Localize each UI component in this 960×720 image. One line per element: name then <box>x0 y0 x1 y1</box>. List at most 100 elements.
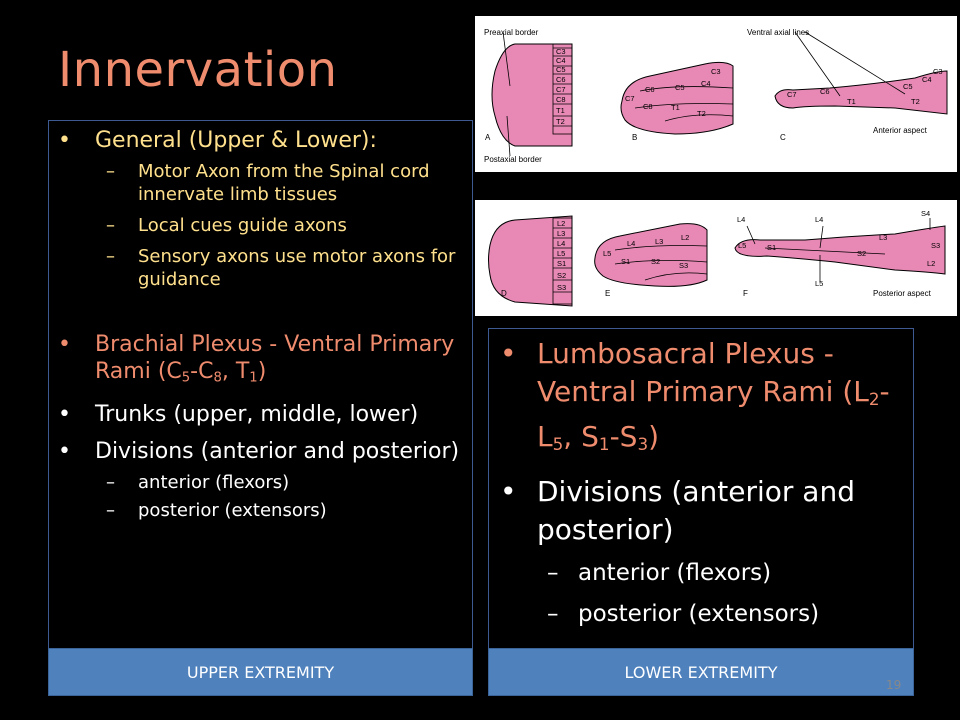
d-label: S3 <box>557 283 566 292</box>
panel-a-letter: A <box>485 133 491 142</box>
d-label: L2 <box>557 219 565 228</box>
general-heading-text: General (Upper & Lower): <box>95 128 377 153</box>
panel-d-letter: D <box>501 289 507 298</box>
upper-extremity-box: General (Upper & Lower): Motor Axon from… <box>48 120 473 650</box>
panel-c-letter: C <box>780 133 786 142</box>
f-label: L4 <box>815 215 823 224</box>
general-item-text: Motor Axon from the Spinal cord innervat… <box>138 161 430 205</box>
b-label: C8 <box>643 102 653 111</box>
panel-e-letter: E <box>605 289 610 298</box>
e-label: L5 <box>603 249 611 258</box>
brachial-text: -C <box>190 359 214 384</box>
c-label: C6 <box>820 87 830 96</box>
divisions-text: Divisions (anterior and posterior) <box>95 439 460 465</box>
d-label: L4 <box>557 239 565 248</box>
d-label: L5 <box>557 249 565 258</box>
panel-c-limb <box>774 70 948 115</box>
e-label: S3 <box>679 261 688 270</box>
d-label: S2 <box>557 271 566 280</box>
c-label: C3 <box>933 67 943 76</box>
upper-dermatome-svg: Preaxial border Postaxial border A C3 C4… <box>484 28 948 164</box>
f-label: S4 <box>921 209 930 218</box>
posterior-aspect-label: Posterior aspect <box>873 289 932 298</box>
lumbosacral-sub: 1 <box>598 434 610 455</box>
lumbosacral-sub: 5 <box>552 434 564 455</box>
e-label: L2 <box>681 233 689 242</box>
f-label: L5 <box>815 279 823 288</box>
c-label: T2 <box>911 97 920 106</box>
a-label: C3 <box>556 47 566 56</box>
b-label: C7 <box>625 94 635 103</box>
f-label: L2 <box>927 259 935 268</box>
general-heading: General (Upper & Lower): <box>49 127 472 154</box>
upper-limb-dermatome-figure: Preaxial border Postaxial border A C3 C4… <box>475 16 957 172</box>
b-label: C6 <box>645 85 655 94</box>
lumbosacral-text: , S <box>563 420 599 454</box>
e-label: L3 <box>655 237 663 246</box>
divisions-item: Divisions (anterior and posterior) <box>489 473 913 549</box>
e-label: S1 <box>621 257 630 266</box>
a-label: C8 <box>556 95 566 104</box>
f-label: S2 <box>857 249 866 258</box>
e-label: S2 <box>651 257 660 266</box>
c-label: C7 <box>787 90 797 99</box>
preaxial-label: Preaxial border <box>484 28 539 37</box>
lower-dermatome-svg: D L2 L3 L4 L5 S1 S2 S3 E L2 L3 L4 L5 S1 … <box>488 209 946 307</box>
d-label: L3 <box>557 229 565 238</box>
postaxial-label: Postaxial border <box>484 155 542 164</box>
lumbosacral-sub: 3 <box>637 434 649 455</box>
slide-title: Innervation <box>58 42 338 98</box>
general-item: Sensory axons use motor axons for guidan… <box>49 245 472 291</box>
general-item: Local cues guide axons <box>49 214 472 237</box>
lower-extremity-footer-text: LOWER EXTREMITY <box>624 662 778 682</box>
a-label: C4 <box>556 56 566 65</box>
c-label: C4 <box>922 75 932 84</box>
lumbosacral-plexus-item: Lumbosacral Plexus - Ventral Primary Ram… <box>489 335 913 463</box>
general-item-text: Sensory axons use motor axons for guidan… <box>138 246 456 290</box>
a-label: T1 <box>556 106 565 115</box>
c-label: T1 <box>847 97 856 106</box>
brachial-text: , T <box>221 359 250 384</box>
lumbosacral-text: -L <box>537 375 890 454</box>
c-label: C5 <box>903 82 913 91</box>
upper-extremity-footer: UPPER EXTREMITY <box>48 648 473 696</box>
divisions-text: Divisions (anterior and posterior) <box>537 475 855 547</box>
lumbosacral-text: -S <box>609 420 638 454</box>
b-label: T2 <box>697 109 706 118</box>
a-label: C7 <box>556 85 566 94</box>
trunks-item: Trunks (upper, middle, lower) <box>49 401 472 428</box>
panel-b-letter: B <box>632 133 637 142</box>
lower-extremity-footer: LOWER EXTREMITY <box>488 648 914 696</box>
upper-extremity-list: General (Upper & Lower): Motor Axon from… <box>49 127 472 522</box>
lower-extremity-box: Lumbosacral Plexus - Ventral Primary Ram… <box>488 328 914 650</box>
f-label: L3 <box>879 233 887 242</box>
a-label: C5 <box>556 65 566 74</box>
f-label: S1 <box>767 243 776 252</box>
lower-limb-dermatome-figure: D L2 L3 L4 L5 S1 S2 S3 E L2 L3 L4 L5 S1 … <box>475 200 957 316</box>
brachial-plexus-item: Brachial Plexus - Ventral Primary Rami (… <box>49 331 472 391</box>
f-label: L4 <box>737 215 745 224</box>
division-subitem-text: posterior (extensors) <box>138 500 327 522</box>
general-item-text: Local cues guide axons <box>138 215 347 236</box>
division-subitem-text: anterior (flexors) <box>578 560 772 587</box>
brachial-sub: 8 <box>213 370 222 386</box>
panel-f-letter: F <box>743 289 748 298</box>
a-label: C6 <box>556 75 566 84</box>
brachial-sub: 1 <box>249 370 258 386</box>
brachial-text: ) <box>257 359 267 384</box>
lumbosacral-text: Lumbosacral Plexus - Ventral Primary Ram… <box>537 337 869 408</box>
division-subitem-text: posterior (extensors) <box>578 601 820 628</box>
panel-e-limb <box>594 223 708 287</box>
b-label: C5 <box>675 83 685 92</box>
division-subitem: anterior (flexors) <box>49 471 472 494</box>
division-subitem-text: anterior (flexors) <box>138 472 290 494</box>
division-subitem: posterior (extensors) <box>489 598 913 631</box>
page-number: 19 <box>886 678 902 692</box>
b-label: C3 <box>711 67 721 76</box>
panel-f-limb <box>734 225 946 275</box>
general-item: Motor Axon from the Spinal cord innervat… <box>49 160 472 206</box>
brachial-sub: 5 <box>181 370 191 386</box>
f-label: L5 <box>738 241 746 250</box>
e-label: L4 <box>627 239 635 248</box>
b-label: T1 <box>671 103 680 112</box>
